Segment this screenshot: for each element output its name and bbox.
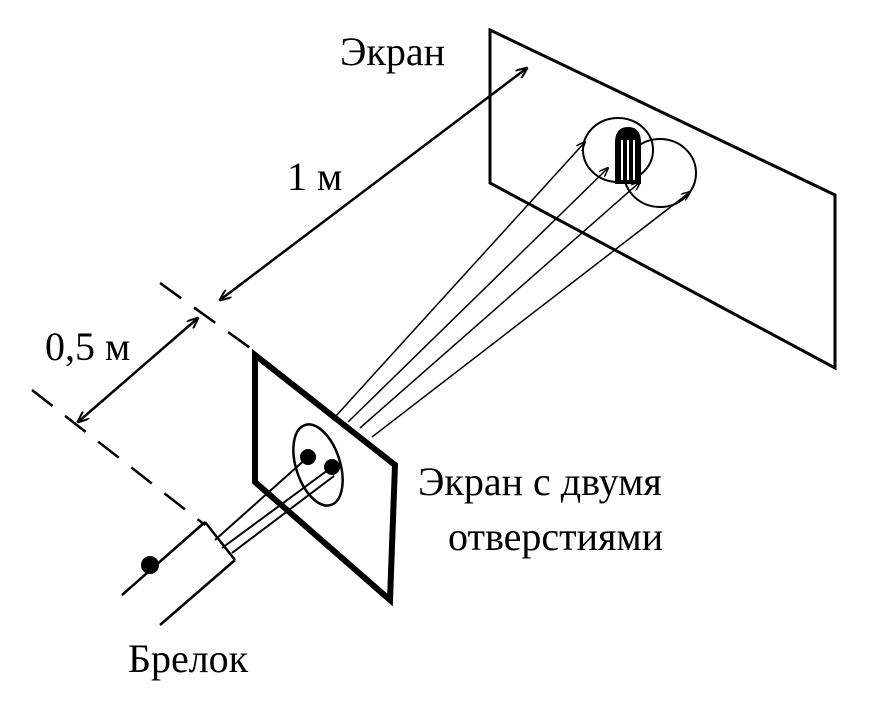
label-screen: Экран [340, 29, 445, 74]
keychain-object [121, 521, 236, 626]
dimension-arrow-1m [220, 68, 527, 300]
label-distance-half-m: 0,5 м [45, 324, 130, 369]
screen-with-two-holes [252, 348, 399, 607]
dimension-extension-lines [31, 281, 254, 526]
dimension-arrow-half-m [78, 318, 198, 422]
keychain-shadow-image [615, 126, 641, 184]
holes-outline [292, 423, 344, 507]
label-distance-1m: 1 м [287, 154, 342, 199]
label-keychain: Брелок [128, 636, 249, 681]
far-screen [488, 27, 837, 371]
keychain-rays [214, 456, 335, 554]
label-screen-two-holes-line1: Экран с двумя [418, 459, 662, 504]
label-screen-two-holes-line2: отверстиями [448, 514, 663, 559]
keychain-dot [141, 556, 159, 574]
light-rays [334, 142, 690, 438]
